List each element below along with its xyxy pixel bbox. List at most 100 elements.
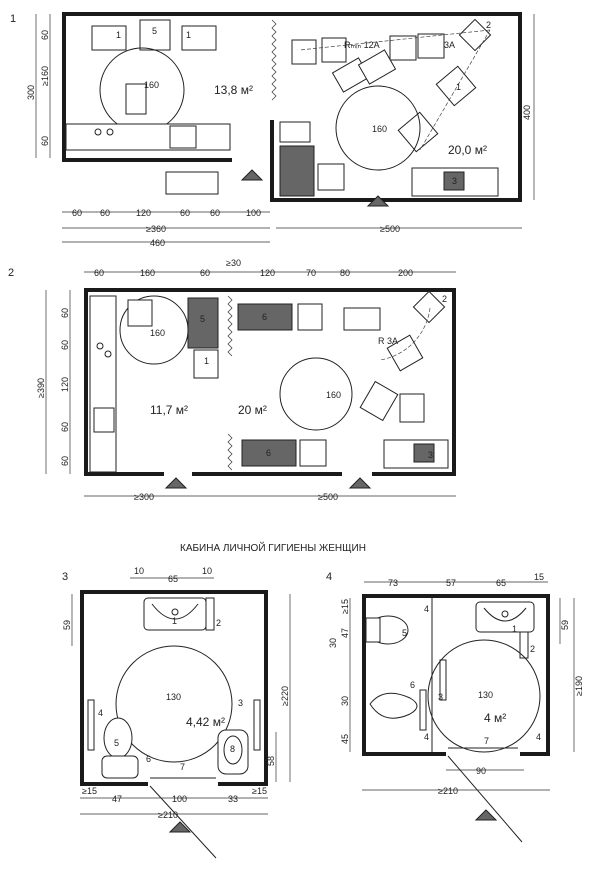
plan1-item-label: 2 xyxy=(486,20,491,30)
plan1-armchair xyxy=(397,111,439,153)
plan3-item-label: 3 xyxy=(238,698,243,708)
plan2-circle-left-label: 160 xyxy=(150,328,165,338)
plan4-dim-left: 45 xyxy=(340,734,350,744)
plan2-bed xyxy=(241,439,297,467)
plan1-sofa-seat xyxy=(443,171,465,191)
plan3-item-label: 1 xyxy=(172,616,177,626)
plan3-dim-bottom: ≥15 xyxy=(252,786,267,796)
plan1-dim-bottom: 60 xyxy=(210,208,220,218)
plan3-item-label: 5 xyxy=(114,738,119,748)
plan3-dim-bottom: 100 xyxy=(172,794,187,804)
plan3-toilet-tank xyxy=(101,755,139,779)
plan2-turning-circle-right xyxy=(279,357,353,431)
plan1-entrance-arrow-left xyxy=(240,169,264,181)
plan2-dim-left: 120 xyxy=(60,377,70,392)
plan2-dim-left: 60 xyxy=(60,422,70,432)
plan3-dim-left: 59 xyxy=(62,620,72,630)
plan2-dim-top: ≥30 xyxy=(226,258,241,268)
plan1-radius-label: Rₘᵢₙ 12A xyxy=(344,40,380,50)
plan4-faucet xyxy=(501,610,509,618)
plan2-chair xyxy=(299,439,327,467)
plan3-dim-top: 65 xyxy=(168,574,178,584)
plan3-circle-label: 130 xyxy=(166,692,181,702)
plan1-burner xyxy=(94,128,102,136)
plan2-corner-unit xyxy=(412,290,446,324)
plan4-area: 4 м² xyxy=(484,711,506,725)
plan1-wheelchair-left xyxy=(125,83,147,115)
plan-1: 1 xyxy=(10,12,535,248)
plan2-wall-top xyxy=(84,288,456,292)
plan-1-number: 1 xyxy=(10,13,16,25)
plan1-dim-bottom: 120 xyxy=(136,208,151,218)
plan1-item-label: 5 xyxy=(152,26,157,36)
plan3-item-label: 6 xyxy=(146,754,151,764)
plan1-area-left: 13,8 м² xyxy=(214,83,253,97)
plan2-dim-top: 80 xyxy=(340,268,350,278)
plan2-item-label: 5 xyxy=(200,314,205,324)
plan1-dim-bottom: 60 xyxy=(72,208,82,218)
plan2-bed xyxy=(237,303,293,331)
plan3-dim-right-total: ≥220 xyxy=(280,686,290,706)
plan1-dim-left: 60 xyxy=(40,136,50,146)
plan1-dim-bottom: 60 xyxy=(100,208,110,218)
plan4-item-label: 6 xyxy=(410,680,415,690)
plan1-dim-bottom-b: 460 xyxy=(150,238,165,248)
plan4-toilet-tank xyxy=(365,617,381,643)
plan1-armchair xyxy=(435,65,477,107)
plan4-dim-top: 65 xyxy=(496,578,506,588)
plan4-item-label: 4 xyxy=(424,604,429,614)
plan3-grab-bar-right xyxy=(253,699,261,751)
plan2-item-label: 6 xyxy=(266,448,271,458)
plan4-item-label: 2 xyxy=(530,644,535,654)
plan2-dim-left-total: ≥390 xyxy=(36,378,46,398)
plan4-circle-label: 130 xyxy=(478,690,493,700)
plan2-sofa-seat xyxy=(413,443,435,463)
plan1-area-right: 20,0 м² xyxy=(448,143,487,157)
plan4-turning-circle xyxy=(427,639,541,753)
plan3-dim-top: 10 xyxy=(134,566,144,576)
plan1-dim-left-total: 300 xyxy=(26,85,36,100)
plan1-sofa-left xyxy=(91,25,127,51)
plan1-wall-left xyxy=(62,12,66,162)
plan4-item-label: 1 xyxy=(512,624,517,634)
plan2-dim-top: 60 xyxy=(200,268,210,278)
plan2-wall-left xyxy=(84,288,88,476)
plan2-burner xyxy=(104,350,112,358)
plan4-wall-top xyxy=(362,594,550,598)
plan4-dim-right-total: ≥190 xyxy=(574,676,584,696)
plan4-grab-bar-left xyxy=(439,659,447,701)
plan1-chair xyxy=(317,163,345,191)
plan1-dim-bottom: 100 xyxy=(246,208,261,218)
plan3-turning-circle xyxy=(115,645,233,763)
plan1-dim-left: ≥160 xyxy=(40,66,50,86)
plan2-dim-top: 60 xyxy=(94,268,104,278)
plan3-washbasin-bowl xyxy=(151,603,199,620)
plan4-dim-left: ≥15 xyxy=(340,599,350,614)
plan1-item-label: 3 xyxy=(452,176,457,186)
plan1-wall-bottom-right xyxy=(270,198,522,202)
plan3-wall-right xyxy=(264,590,268,786)
plan2-chair xyxy=(297,303,323,331)
plan3-wall-bottom xyxy=(218,782,268,786)
plan3-wall-bottom xyxy=(80,782,148,786)
plan1-dim-bottom: 60 xyxy=(180,208,190,218)
plan2-dim-top: 120 xyxy=(260,268,275,278)
plan1-partition xyxy=(271,19,277,101)
plan4-item-label: 4 xyxy=(536,732,541,742)
plan2-dim-bottom-a: ≥300 xyxy=(134,492,154,502)
plan3-bidet-bowl xyxy=(223,735,243,765)
plan3-dim-top: 10 xyxy=(202,566,212,576)
plan2-wall-bottom xyxy=(192,472,342,476)
plan4-dim-top: 15 xyxy=(534,572,544,582)
plan3-item-label: 2 xyxy=(216,618,221,628)
plan4-entrance-arrow xyxy=(474,809,498,821)
plan2-radius-label: R 3A xyxy=(378,336,398,346)
plan2-dim-left: 60 xyxy=(60,456,70,466)
plan3-faucet xyxy=(171,608,179,616)
plan2-item-label: 3 xyxy=(428,450,433,460)
plan2-dim-top: 200 xyxy=(398,268,413,278)
plan2-dim-top: 160 xyxy=(140,268,155,278)
plan2-wall-bottom xyxy=(372,472,456,476)
plan4-dim-top: 57 xyxy=(446,578,456,588)
